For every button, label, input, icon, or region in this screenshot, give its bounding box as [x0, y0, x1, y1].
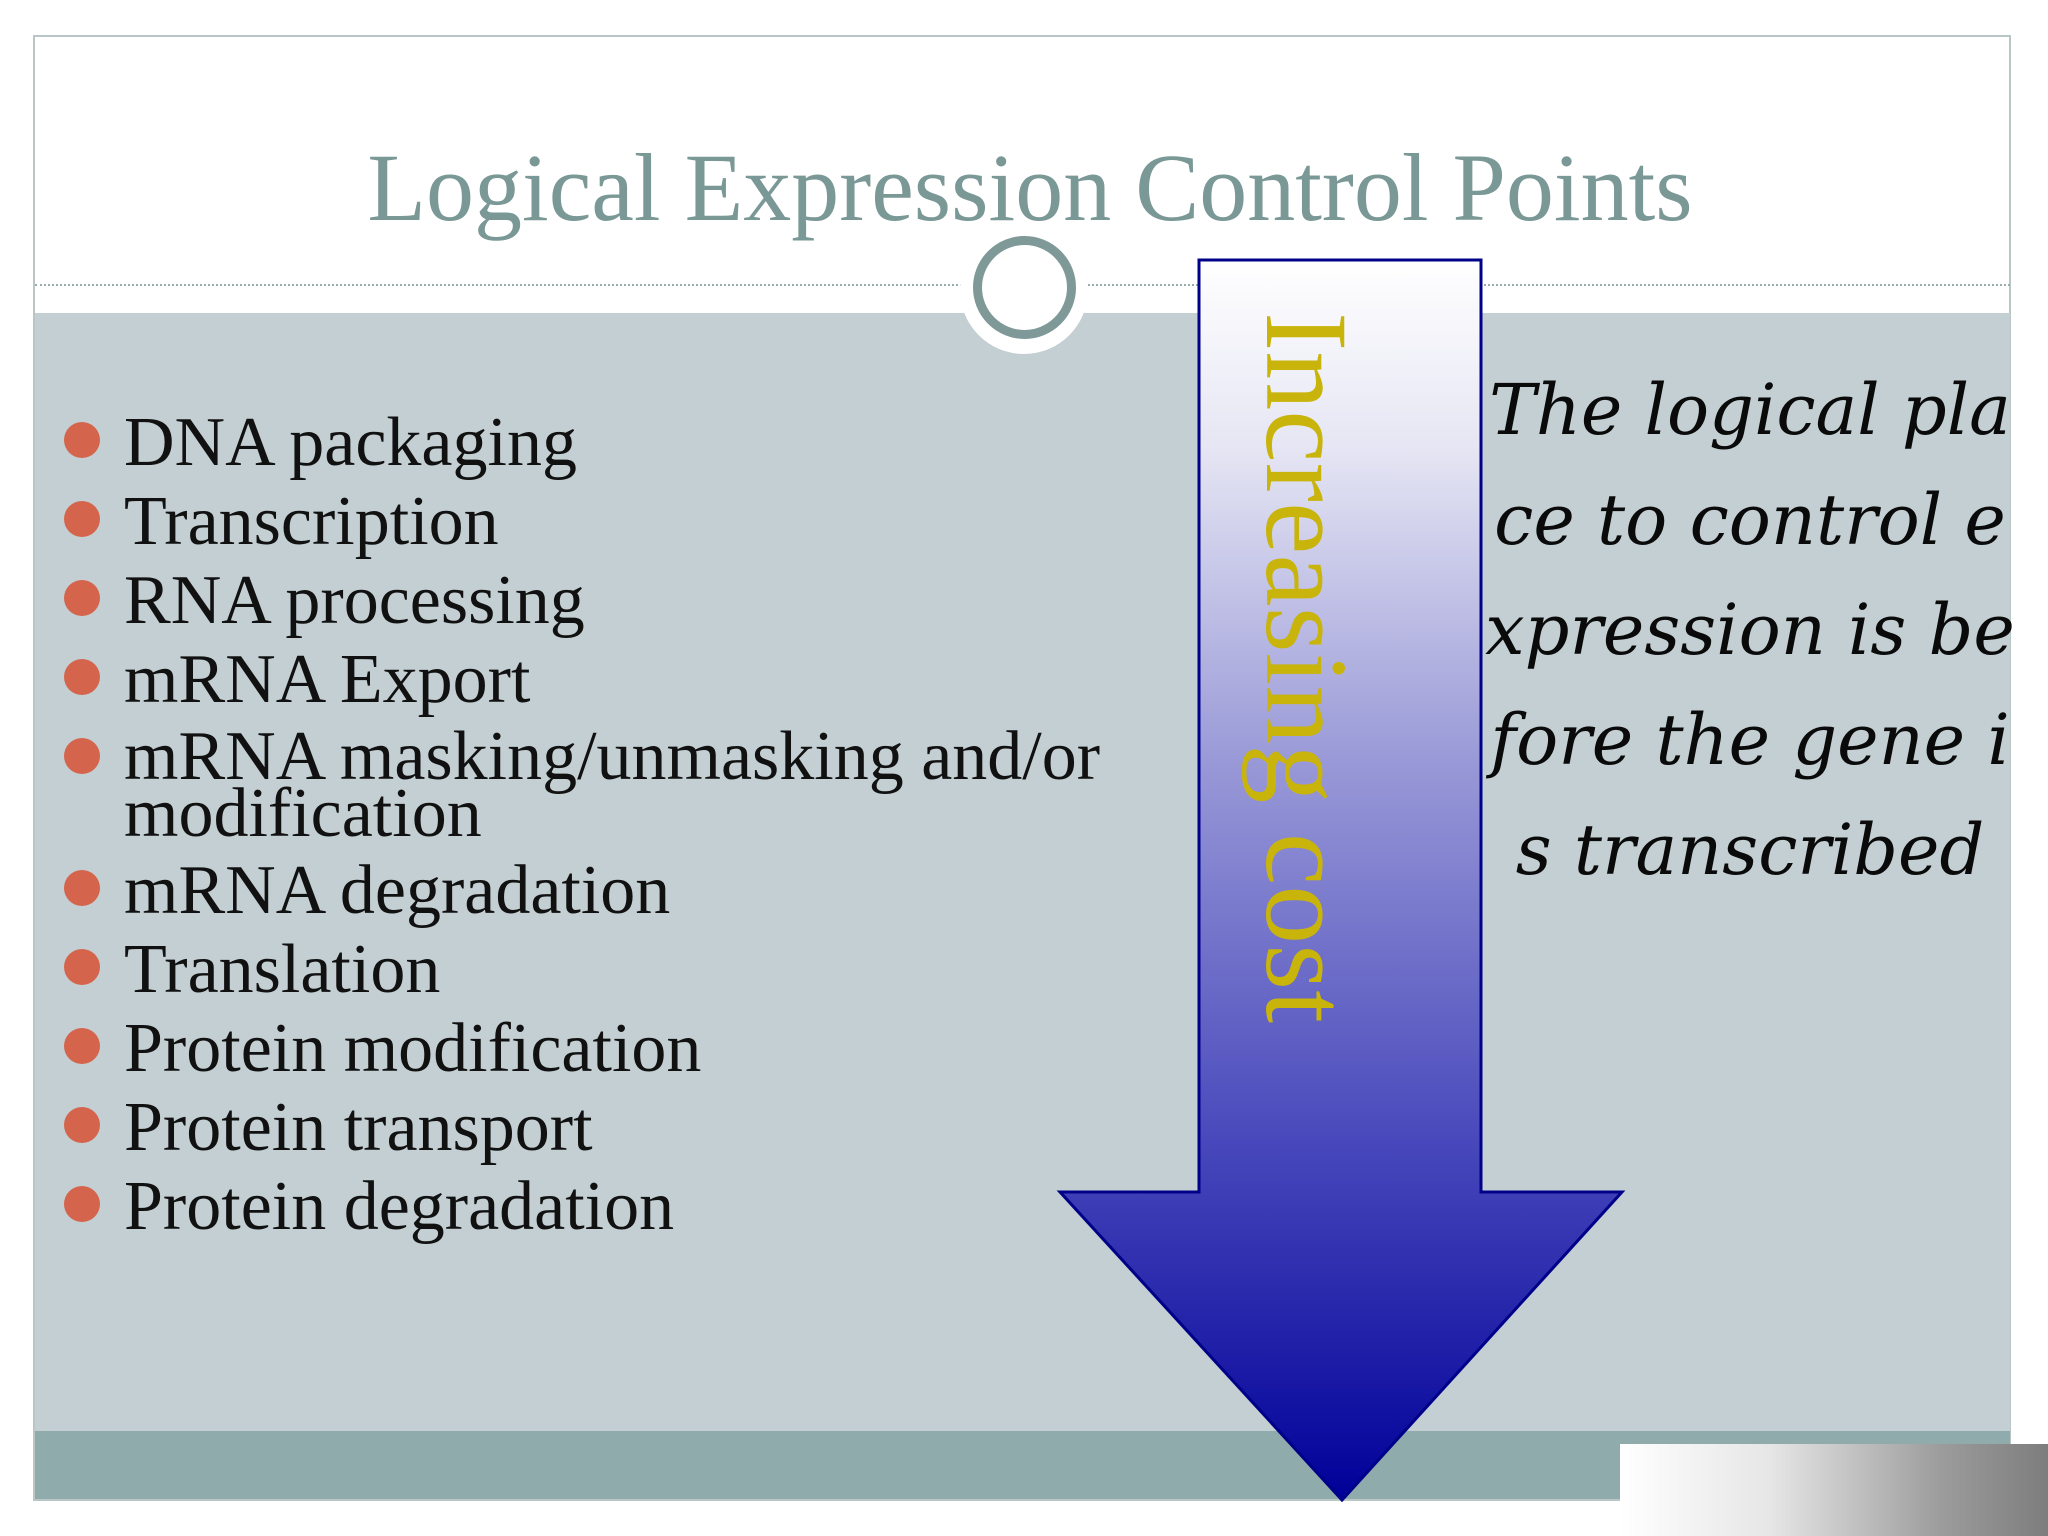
bullet-dot-icon — [64, 870, 100, 906]
arrow-label: Increasing cost — [1241, 312, 1372, 1023]
bullet-text: Protein modification — [124, 1010, 702, 1087]
bullet-item: mRNA masking/unmasking and/or modificati… — [62, 722, 1162, 849]
bullet-item: mRNA Export — [62, 645, 1162, 715]
bullet-item: RNA processing — [62, 566, 1162, 636]
bullet-text: mRNA degradation — [124, 852, 671, 929]
side-note: The logical place to control expression … — [1485, 369, 2015, 891]
bullet-dot-icon — [64, 422, 100, 458]
corner-gradient-decoration — [1620, 1444, 2048, 1536]
bullet-dot-icon — [64, 1028, 100, 1064]
bullet-text: Protein degradation — [124, 1168, 675, 1245]
bullet-text: DNA packaging — [124, 404, 577, 481]
bullet-text: Protein transport — [124, 1089, 593, 1166]
bullet-dot-icon — [64, 659, 100, 695]
bullet-item: Protein modification — [62, 1014, 1162, 1084]
bullet-item: Protein transport — [62, 1093, 1162, 1163]
bullet-list: DNA packaging Transcription RNA processi… — [62, 408, 1162, 1255]
bullet-item: mRNA degradation — [62, 856, 1162, 926]
bullet-text: mRNA masking/unmasking and/or modificati… — [124, 718, 1101, 852]
bullet-item: Transcription — [62, 487, 1162, 557]
bullet-text: Transcription — [124, 483, 499, 560]
bullet-dot-icon — [64, 1107, 100, 1143]
bullet-dot-icon — [64, 949, 100, 985]
bullet-dot-icon — [64, 501, 100, 537]
bullet-text: mRNA Export — [124, 641, 531, 718]
title-ornament-circle-icon — [973, 236, 1076, 339]
slide-title: Logical Expression Control Points — [367, 134, 1693, 241]
bullet-dot-icon — [64, 580, 100, 616]
bullet-item: Translation — [62, 935, 1162, 1005]
bullet-text: Translation — [124, 931, 441, 1008]
bullet-dot-icon — [64, 738, 100, 774]
bullet-dot-icon — [64, 1186, 100, 1222]
bullet-item: DNA packaging — [62, 408, 1162, 478]
bullet-item: Protein degradation — [62, 1172, 1162, 1242]
content-band — [35, 313, 2010, 1431]
bullet-text: RNA processing — [124, 562, 585, 639]
